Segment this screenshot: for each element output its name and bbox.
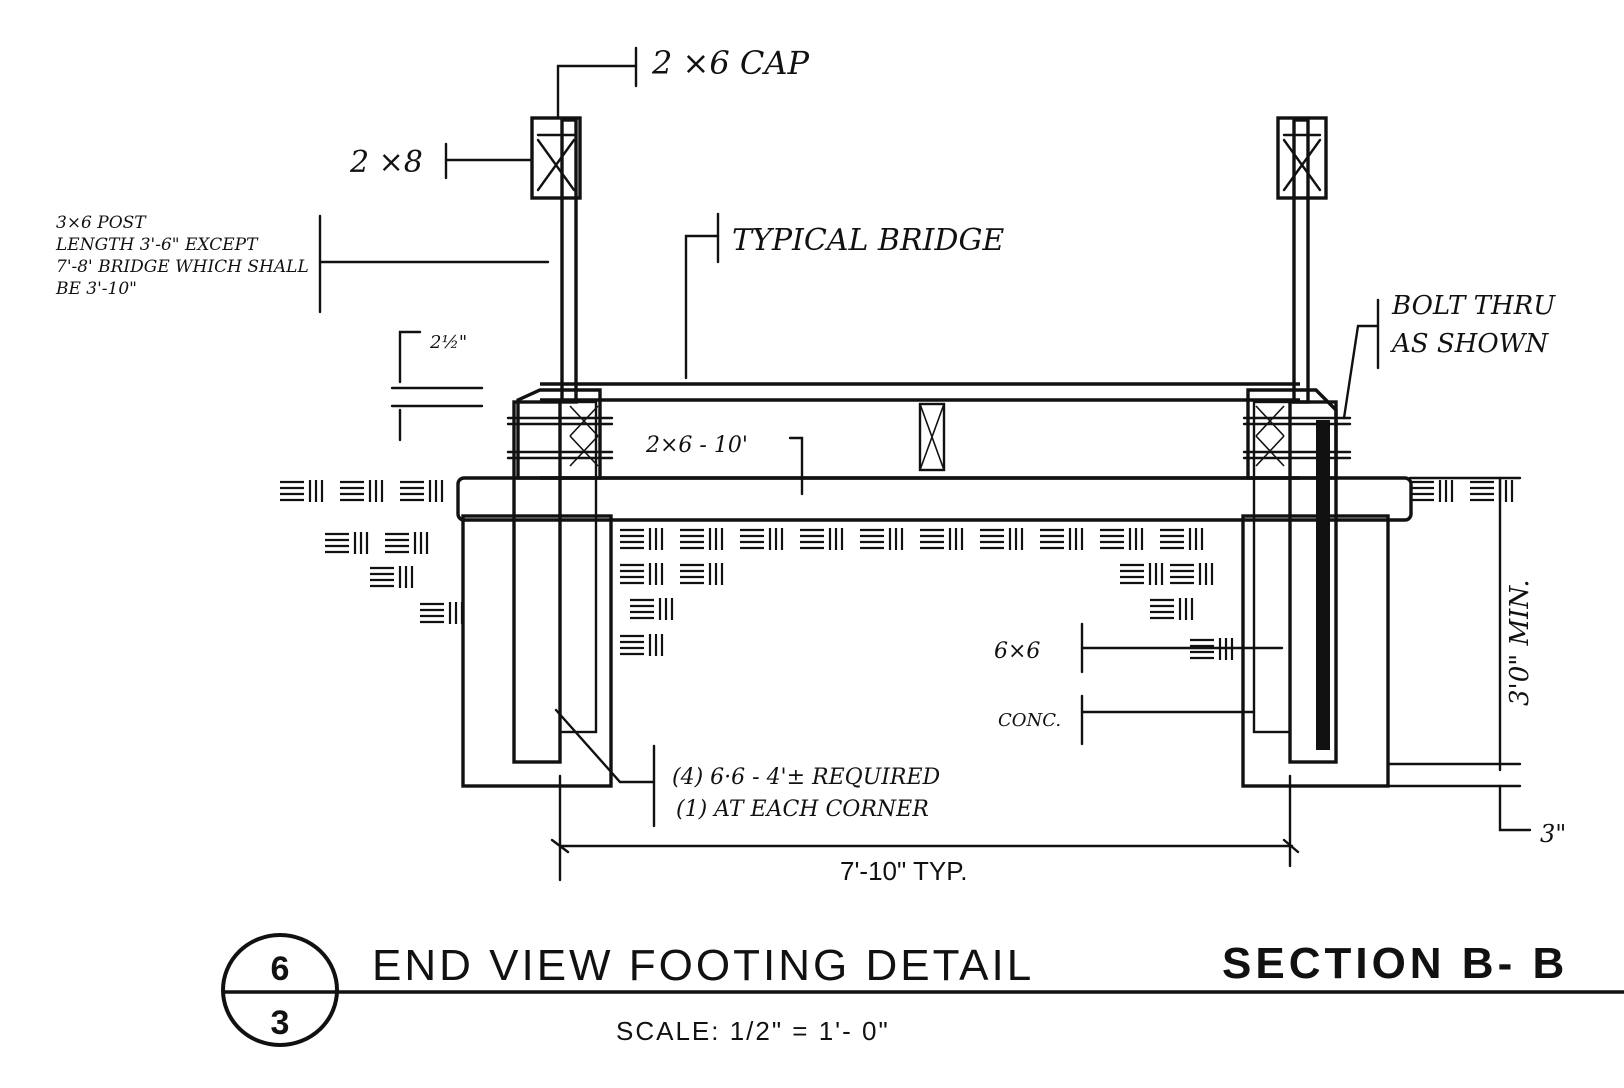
span-dimension-label: 7'-10" TYP. bbox=[840, 856, 967, 886]
depth-dimension-label: 3'0" MIN. bbox=[1505, 579, 1535, 706]
dim-3-inch-label: 3" bbox=[1540, 820, 1566, 848]
section-title: SECTION B- B bbox=[1222, 939, 1568, 988]
bolt-thru-line-1: BOLT THRU bbox=[1391, 291, 1556, 321]
cap-label: 2 ×6 CAP bbox=[651, 44, 809, 82]
detail-title: END VIEW FOOTING DETAIL bbox=[372, 941, 1034, 990]
typical-bridge-label: TYPICAL BRIDGE bbox=[732, 223, 1004, 258]
rail-label: 2 ×8 bbox=[349, 145, 423, 180]
joist-label: 2×6 - 10' bbox=[645, 433, 748, 458]
scale-note: SCALE: 1/2" = 1'- 0" bbox=[616, 1016, 890, 1046]
dim-2-half-label: 2½" bbox=[429, 332, 467, 353]
deck-slab bbox=[456, 476, 1413, 522]
post-6x6-label: 6×6 bbox=[994, 639, 1040, 664]
left-concrete-footing bbox=[461, 514, 613, 788]
detail-bubble bbox=[221, 933, 339, 1047]
bolt-thru-line-2: AS SHOWN bbox=[1390, 329, 1549, 359]
required-note-line-1: (4) 6·6 - 4'± REQUIRED bbox=[672, 765, 941, 790]
sheet-number: 3 bbox=[271, 1004, 290, 1042]
conc-label: CONC. bbox=[998, 710, 1061, 731]
post-note-line-3: 7'-8' BRIDGE WHICH SHALL bbox=[56, 257, 309, 277]
post-note-line-4: BE 3'-10" bbox=[55, 279, 137, 299]
detail-number: 6 bbox=[271, 950, 290, 988]
right-concrete-footing bbox=[1241, 514, 1390, 788]
right-post-assembly bbox=[1242, 116, 1352, 764]
post-note-line-2: LENGTH 3'-6" EXCEPT bbox=[55, 235, 259, 255]
center-blocking bbox=[918, 402, 946, 472]
required-note-line-2: (1) AT EACH CORNER bbox=[676, 797, 929, 822]
leader-lines bbox=[318, 46, 1532, 882]
title-block: 6 3 END VIEW FOOTING DETAIL SECTION B- B… bbox=[221, 933, 1624, 1047]
left-post-assembly bbox=[506, 116, 614, 764]
post-note-line-1: 3×6 POST bbox=[56, 213, 147, 233]
